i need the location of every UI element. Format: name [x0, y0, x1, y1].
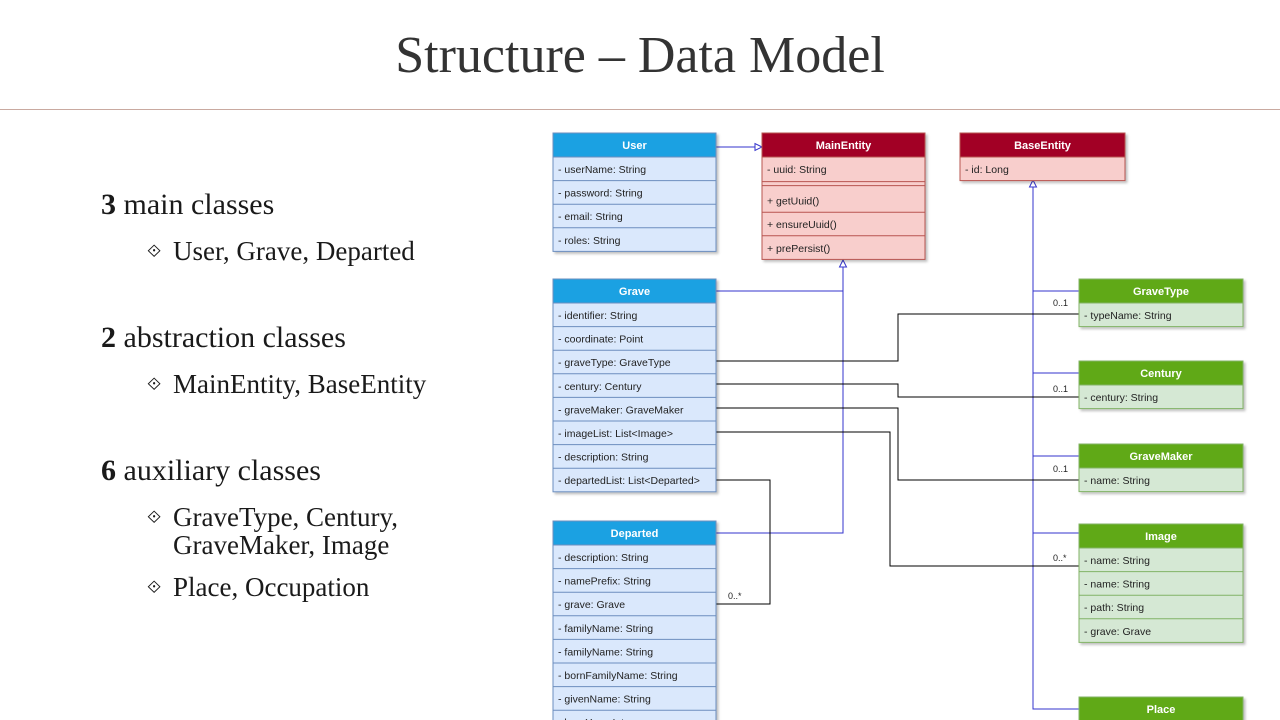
- uml-class-place: Place: [1078, 696, 1244, 720]
- uml-class-name: BaseEntity: [1014, 140, 1072, 152]
- diamond-bullet-icon: ⟐: [147, 241, 162, 261]
- diagram-classes: User - userName: String - password: String…: [552, 132, 1244, 720]
- multiplicity-label: 0..1: [1053, 298, 1068, 308]
- uml-attribute: - identifier: String: [558, 310, 638, 322]
- uml-attribute: - description: String: [558, 452, 649, 464]
- inheritance-line: [716, 263, 844, 292]
- uml-attribute: - description: String: [558, 552, 649, 564]
- uml-class-gravemaker: GraveMaker - name: String: [1078, 443, 1244, 493]
- uml-attribute: - bornFamilyName: String: [558, 670, 678, 682]
- uml-class-baseentity: BaseEntity - id: Long: [959, 132, 1126, 182]
- uml-class-mainentity: MainEntity - uuid: String + getUuid() + ens…: [761, 132, 926, 260]
- sub-bullet-auxiliary-classes-2: ⟐Place, Occupation: [147, 572, 370, 602]
- diamond-bullet-icon: ⟐: [147, 577, 162, 597]
- uml-attribute: - familyName: String: [558, 646, 653, 658]
- uml-attribute: - name: String: [1084, 555, 1150, 567]
- uml-attribute: - password: String: [558, 188, 643, 200]
- uml-attribute: - graveMaker: GraveMaker: [558, 404, 684, 416]
- uml-class-name: Image: [1145, 531, 1177, 543]
- multiplicity-label: 0..*: [1053, 553, 1067, 563]
- inheritance-arrow-icon: [838, 258, 848, 268]
- association-line: [716, 407, 1079, 481]
- association-line: [716, 383, 1079, 398]
- uml-class-name: GraveMaker: [1130, 451, 1194, 463]
- multiplicity-label: 0..1: [1053, 464, 1068, 474]
- uml-attribute: - id: Long: [965, 164, 1009, 176]
- uml-method: + prePersist(): [767, 243, 830, 255]
- uml-class-name: Place: [1147, 704, 1176, 716]
- diamond-bullet-icon: ⟐: [147, 374, 162, 394]
- uml-attribute: - grave: Grave: [1084, 626, 1151, 638]
- bullet-auxiliary-classes: 6 auxiliary classes: [101, 454, 321, 487]
- uml-attribute: - imageList: List<Image>: [558, 428, 673, 440]
- uml-attribute: - roles: String: [558, 235, 621, 247]
- uml-attribute: - namePrefix: String: [558, 576, 651, 588]
- sub-bullet-main-classes: ⟐User, Grave, Departed: [147, 236, 415, 266]
- uml-attribute: - uuid: String: [767, 164, 827, 176]
- uml-attribute: - name: String: [1084, 579, 1150, 591]
- inheritance-line: [716, 291, 844, 534]
- bullet-main-classes: 3 main classes: [101, 188, 275, 221]
- uml-class-name: MainEntity: [816, 140, 872, 152]
- uml-class-grave: Grave - identifier: String - coordinate: P…: [552, 278, 717, 493]
- uml-attribute: - departedList: List<Departed>: [558, 475, 700, 487]
- bullet-abstraction-classes: 2 abstraction classes: [101, 321, 346, 354]
- inheritance-line: [1032, 183, 1079, 292]
- inheritance-arrow-icon: [1028, 178, 1038, 188]
- uml-attribute: - name: String: [1084, 475, 1150, 487]
- uml-attribute: - givenName: String: [558, 694, 651, 706]
- sub-bullet-auxiliary-classes-1: ⟐GraveType, Century,GraveMaker, Image: [147, 502, 399, 560]
- inheritance-line: [1032, 291, 1079, 710]
- uml-attribute: - century: String: [1084, 392, 1158, 404]
- title-divider: [0, 109, 1280, 110]
- uml-class-name: User: [622, 140, 647, 152]
- uml-attribute: - path: String: [1084, 602, 1144, 614]
- inheritance-arrow-icon: [754, 142, 764, 152]
- uml-method: + getUuid(): [767, 196, 819, 208]
- uml-class-name: GraveType: [1133, 286, 1189, 298]
- association-line: [716, 313, 1079, 362]
- uml-class-century: Century - century: String: [1078, 360, 1244, 410]
- uml-attribute: - coordinate: Point: [558, 334, 643, 346]
- slide-title: Structure – Data Model: [395, 27, 885, 84]
- uml-attribute: - century: Century: [558, 381, 642, 393]
- uml-attribute: - familyName: String: [558, 623, 653, 635]
- multiplicity-label: 0..1: [1053, 384, 1068, 394]
- uml-class-departed: Departed - description: String - namePrefi…: [552, 520, 717, 720]
- uml-class-name: Grave: [619, 286, 650, 298]
- association-line: [716, 479, 771, 605]
- sub-bullet-abstraction-classes: ⟐MainEntity, BaseEntity: [147, 369, 427, 399]
- uml-class-name: Departed: [611, 528, 659, 540]
- diamond-bullet-icon: ⟐: [147, 507, 162, 527]
- uml-attribute: - typeName: String: [1084, 310, 1172, 322]
- uml-attribute: - email: String: [558, 211, 623, 223]
- uml-class-name: Century: [1140, 368, 1182, 380]
- association-line: [716, 431, 1079, 567]
- uml-attribute: - bornYear: Integer: [558, 717, 646, 720]
- multiplicity-label: 0..*: [728, 591, 742, 601]
- uml-attribute: - userName: String: [558, 164, 646, 176]
- uml-attribute: - graveType: GraveType: [558, 357, 671, 369]
- uml-method: + ensureUuid(): [767, 219, 837, 231]
- diagram-connectors: [716, 142, 1079, 710]
- uml-attribute: - grave: Grave: [558, 599, 625, 611]
- uml-class-image: Image - name: String - name: String - path:…: [1078, 523, 1244, 643]
- uml-class-user: User - userName: String - password: String…: [552, 132, 717, 252]
- diagram-multiplicities: 0..1 0..1 0..1 0..* 0..*: [728, 298, 1068, 601]
- uml-class-gravetype: GraveType - typeName: String: [1078, 278, 1244, 328]
